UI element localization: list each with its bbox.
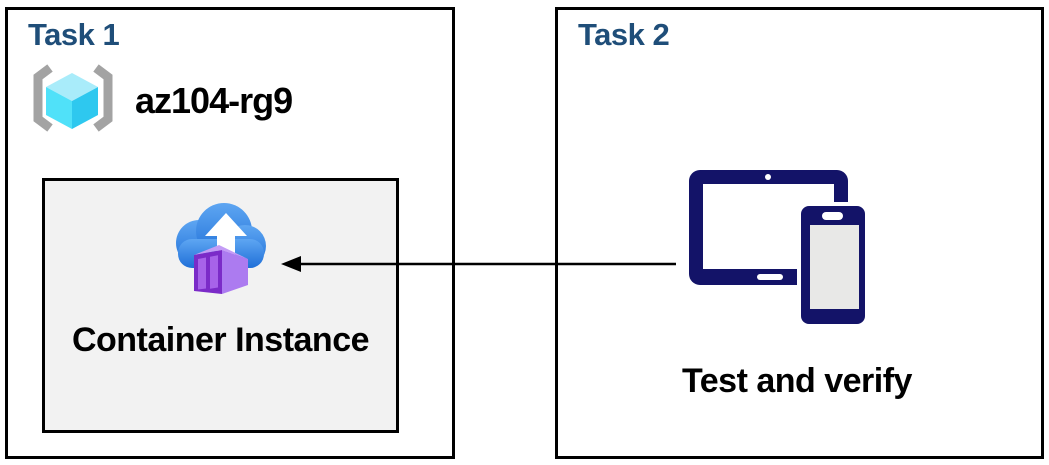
right-bracket-shape	[93, 64, 113, 132]
task1-box: Task 1 az104-rg9	[5, 7, 455, 459]
phone-speaker	[822, 212, 843, 220]
container-instance-box: Container Instance	[42, 178, 399, 433]
phone-screen	[810, 225, 859, 309]
task2-box: Task 2 Test and verify	[555, 7, 1044, 459]
container-door-right	[209, 255, 218, 289]
resource-group-name: az104-rg9	[135, 80, 293, 121]
container-instance-icon	[175, 203, 266, 294]
task2-title: Task 2	[578, 17, 670, 52]
cube-right-face	[72, 87, 98, 129]
container-top-face	[193, 245, 248, 259]
task1-title: Task 1	[28, 17, 120, 52]
tablet-home-bar	[757, 274, 783, 280]
left-bracket-shape	[33, 64, 53, 132]
tablet-camera-dot	[765, 174, 771, 180]
container-instance-label: Container Instance	[71, 321, 370, 359]
container-side-face	[221, 250, 248, 294]
container-door-left	[197, 257, 206, 290]
cube-left-face	[46, 87, 72, 129]
upload-arrow-icon	[204, 213, 247, 259]
test-and-verify-label: Test and verify	[682, 362, 912, 400]
resource-group-icon	[33, 64, 113, 132]
container-shape	[193, 245, 248, 294]
resource-group-row: az104-rg9	[31, 62, 293, 140]
devices-icon	[689, 170, 869, 328]
devices-wrap	[686, 165, 873, 331]
phone-icon	[797, 202, 869, 328]
